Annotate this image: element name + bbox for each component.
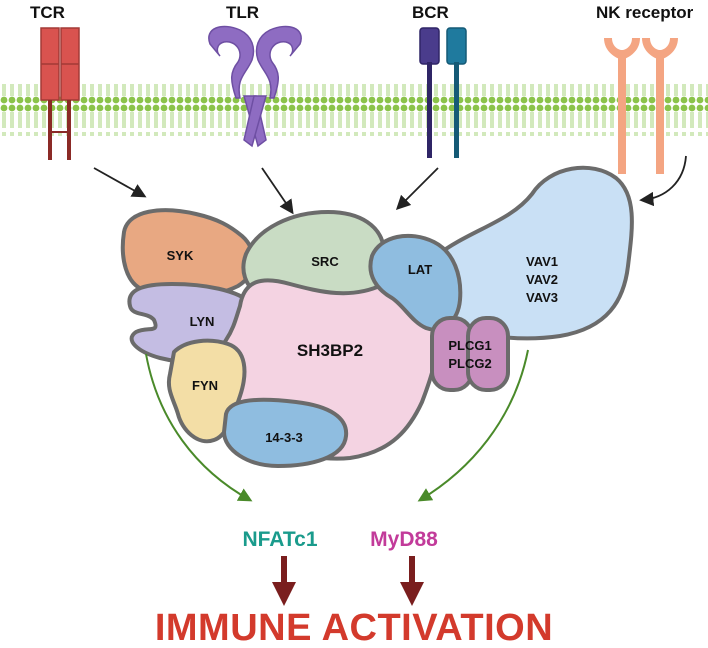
cell-membrane — [0, 84, 708, 136]
nk-receptor-label: NK receptor — [596, 3, 694, 22]
plcg-protein — [430, 316, 510, 392]
tcr-receptor — [40, 27, 80, 160]
bcr-arrow — [395, 167, 439, 211]
label-14-3-3: 14-3-3 — [265, 430, 303, 445]
vav3-label: VAV3 — [526, 290, 558, 305]
syk-label: SYK — [167, 248, 194, 263]
bcr-receptor — [419, 27, 467, 158]
vav2-label: VAV2 — [526, 272, 558, 287]
fyn-label: FYN — [192, 378, 218, 393]
myd88-label: MyD88 — [370, 528, 438, 551]
lyn-label: LYN — [190, 314, 215, 329]
tlr-arrow — [261, 167, 294, 215]
plcg1-label: PLCG1 — [448, 338, 491, 353]
protein-14-3-3 — [222, 397, 349, 468]
nk-arrow — [639, 155, 687, 207]
vav1-label: VAV1 — [526, 254, 558, 269]
plcg2-label: PLCG2 — [448, 356, 491, 371]
tlr-receptor — [208, 25, 302, 148]
sh3bp2-label: SH3BP2 — [297, 341, 363, 360]
lat-label: LAT — [408, 262, 432, 277]
tcr-arrow — [93, 167, 147, 198]
myd88-green-arrow — [417, 349, 529, 502]
tcr-label: TCR — [30, 3, 65, 22]
immune-activation-label: IMMUNE ACTIVATION — [155, 607, 553, 648]
tlr-label: TLR — [226, 3, 259, 22]
nfatc1-label: NFATc1 — [242, 528, 317, 551]
nk-receptor — [604, 38, 678, 174]
bcr-label: BCR — [412, 3, 449, 22]
src-label: SRC — [311, 254, 339, 269]
nfatc1-green-arrow — [145, 353, 253, 502]
